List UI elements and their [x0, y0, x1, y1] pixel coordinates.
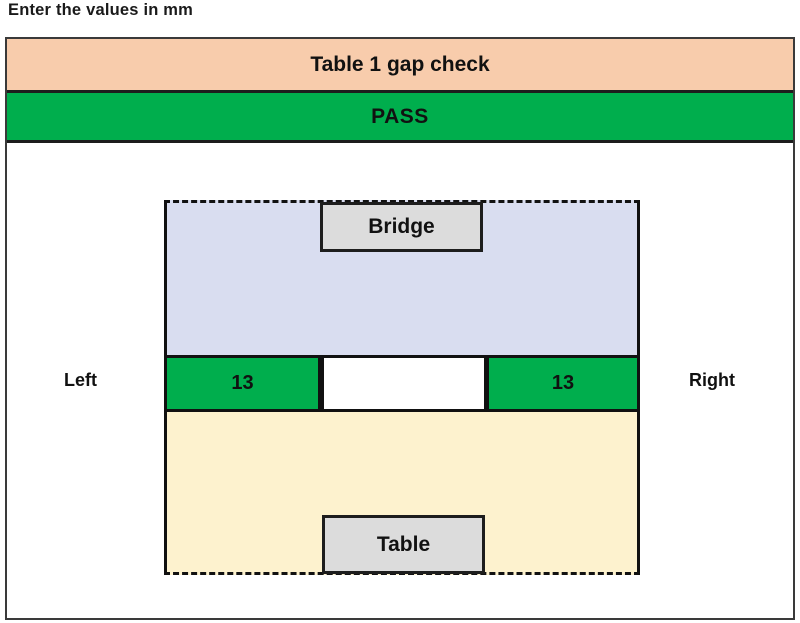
right-side-label: Right: [689, 370, 735, 390]
gap-check-panel: Table 1 gap check PASS Bridge Left 13 13…: [5, 37, 795, 620]
table-label-chip: Table: [322, 515, 485, 574]
gap-value-right[interactable]: 13: [486, 355, 640, 412]
gap-center-spacer: [321, 355, 487, 412]
panel-title-bar: Table 1 gap check: [7, 39, 793, 93]
status-badge-label: PASS: [371, 104, 429, 128]
gap-diagram: Bridge Left 13 13 Right Table: [7, 146, 793, 618]
panel-title: Table 1 gap check: [310, 52, 490, 76]
left-side-label: Left: [64, 370, 97, 390]
instruction-text: Enter the values in mm: [8, 1, 194, 19]
bridge-label-chip: Bridge: [320, 202, 483, 252]
status-badge: PASS: [7, 93, 793, 143]
gap-value-left[interactable]: 13: [164, 355, 321, 412]
